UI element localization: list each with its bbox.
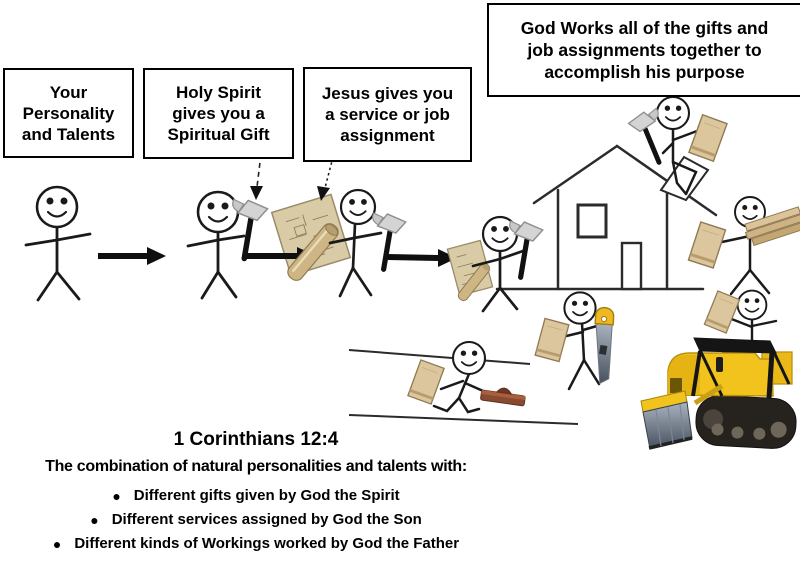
jesus-box-line: Jesus gives you: [321, 84, 454, 103]
stick-figure-lumber-carrier: [720, 196, 774, 296]
stick-figure-with-blueprint: [328, 188, 383, 298]
foundation-lines: [348, 349, 579, 425]
lumber-icon: [744, 206, 800, 247]
arrow-right-icon: [387, 249, 457, 267]
personality-box-line: and Talents: [21, 124, 116, 144]
stick-figure-roofer: [655, 95, 699, 196]
stick-figure-with-assignment: [471, 215, 525, 313]
god-works-box: God Works all of the gifts and job assig…: [487, 3, 800, 97]
personality-box-line: Your: [49, 82, 88, 102]
board-icon: [533, 317, 571, 363]
holy-spirit-box: Holy Spirit gives you a Spiritual Gift: [143, 68, 294, 159]
saw-icon: [594, 306, 615, 385]
dozer-tracks: [695, 395, 797, 449]
dozer-exhaust: [716, 357, 723, 372]
holy-spirit-box-line: gives you a: [172, 104, 265, 123]
caption-subtitle: The combination of natural personalities…: [45, 458, 467, 475]
bullet-line: ● Different services assigned by God the…: [0, 508, 512, 532]
blueprint-roll-icon: [457, 262, 491, 302]
holy-spirit-box-line: Spiritual Gift: [167, 125, 270, 144]
god-works-box-line: God Works all of the gifts and: [520, 18, 769, 38]
caption-block: 1 Corinthians 12:4 The combination of na…: [0, 429, 512, 556]
stick-figure-person: [24, 185, 92, 302]
bullet-text: Different services assigned by God the S…: [111, 511, 422, 528]
bullet-line: ● Different gifts given by God the Spiri…: [0, 484, 512, 508]
bullet-icon: ●: [90, 512, 99, 528]
board-icon: [687, 113, 729, 163]
jesus-box-line: assignment: [340, 126, 435, 145]
blueprint-roll-icon: [287, 223, 339, 281]
hammer-icon: [232, 195, 274, 259]
verse-title: 1 Corinthians 12:4: [173, 429, 339, 450]
jesus-box-line: a service or job: [325, 105, 450, 124]
dozer-lift-arm: [693, 383, 724, 406]
house-door: [620, 241, 643, 291]
bullet-icon: ●: [112, 488, 121, 504]
god-works-box-line: job assignments together to: [527, 40, 762, 60]
bullet-text: Different kinds of Workings worked by Go…: [74, 535, 460, 552]
bullet-line: ● Different kinds of Workings worked by …: [0, 532, 512, 556]
arrow-down-dashed-icon: [250, 153, 263, 200]
dozer-blade: [640, 390, 693, 450]
stick-figure-with-hammer: [186, 190, 246, 300]
stick-figure-mason: [432, 340, 492, 414]
bulldozer-icon: [640, 337, 797, 450]
god-works-box-line: accomplish his purpose: [544, 62, 745, 82]
hammer-icon: [509, 217, 549, 278]
jesus-box: Jesus gives you a service or job assignm…: [303, 67, 472, 162]
board-icon: [406, 358, 446, 406]
board-icon: [703, 289, 741, 335]
personality-box: Your Personality and Talents: [3, 68, 134, 158]
roof-hatch: [659, 155, 710, 202]
caption-bullets: ● Different gifts given by God the Spiri…: [0, 484, 512, 556]
trowel-icon: [480, 387, 526, 407]
arrow-right-icon: [98, 247, 166, 265]
house-outline: [495, 144, 718, 291]
holy-spirit-box-line: Holy Spirit: [175, 83, 261, 102]
personality-box-line: Personality: [22, 103, 115, 123]
board-icon: [686, 220, 728, 270]
bullet-icon: ●: [52, 536, 62, 552]
hammer-icon: [372, 209, 412, 270]
house-window: [576, 203, 608, 239]
bullet-text: Different gifts given by God the Spirit: [133, 487, 400, 504]
dozer-grille: [670, 378, 682, 393]
arrow-down-dotted-icon: [317, 156, 334, 201]
